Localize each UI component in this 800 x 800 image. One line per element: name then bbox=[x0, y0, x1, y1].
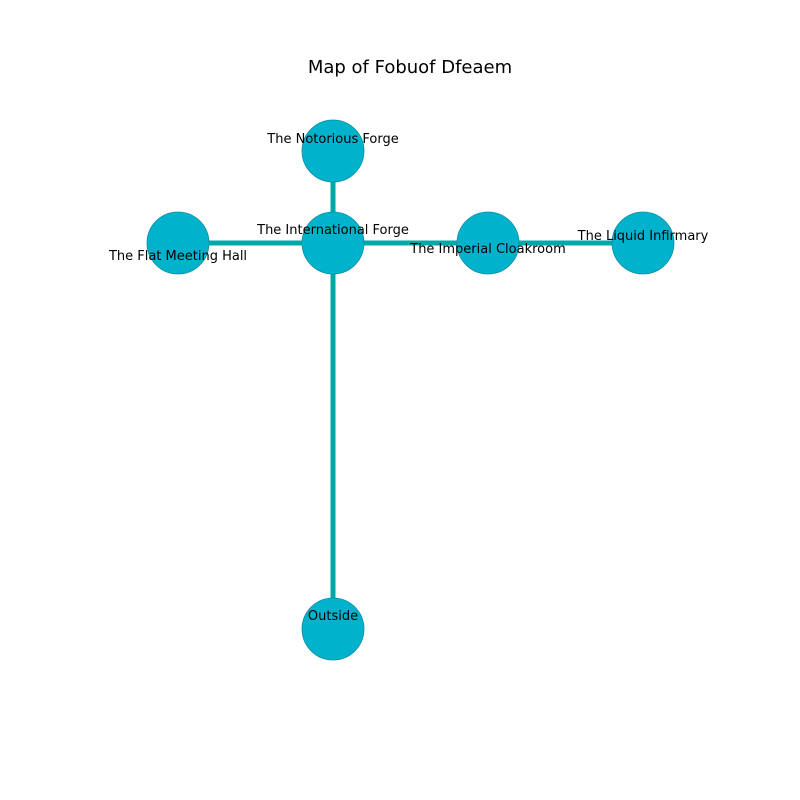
room-node-outside bbox=[301, 597, 365, 661]
room-node-notorious-forge bbox=[301, 119, 365, 183]
room-node-international-forge bbox=[301, 211, 365, 275]
room-node-flat-meeting-hall bbox=[146, 211, 210, 275]
room-nodes bbox=[146, 119, 675, 661]
room-label-notorious-forge: The Notorious Forge bbox=[266, 132, 398, 147]
map-title: Map of Fobuof Dfeaem bbox=[308, 57, 512, 78]
room-labels: The Notorious Forge The International Fo… bbox=[108, 132, 709, 624]
room-label-flat-meeting-hall: The Flat Meeting Hall bbox=[108, 249, 247, 264]
room-label-international-forge: The International Forge bbox=[256, 223, 409, 238]
room-label-liquid-infirmary: The Liquid Infirmary bbox=[577, 229, 709, 244]
room-label-imperial-cloakroom: The Imperial Cloakroom bbox=[409, 242, 566, 257]
room-node-imperial-cloakroom bbox=[456, 211, 520, 275]
room-node-liquid-infirmary bbox=[611, 211, 675, 275]
connection-lines bbox=[178, 151, 643, 629]
room-label-outside: Outside bbox=[308, 609, 358, 624]
